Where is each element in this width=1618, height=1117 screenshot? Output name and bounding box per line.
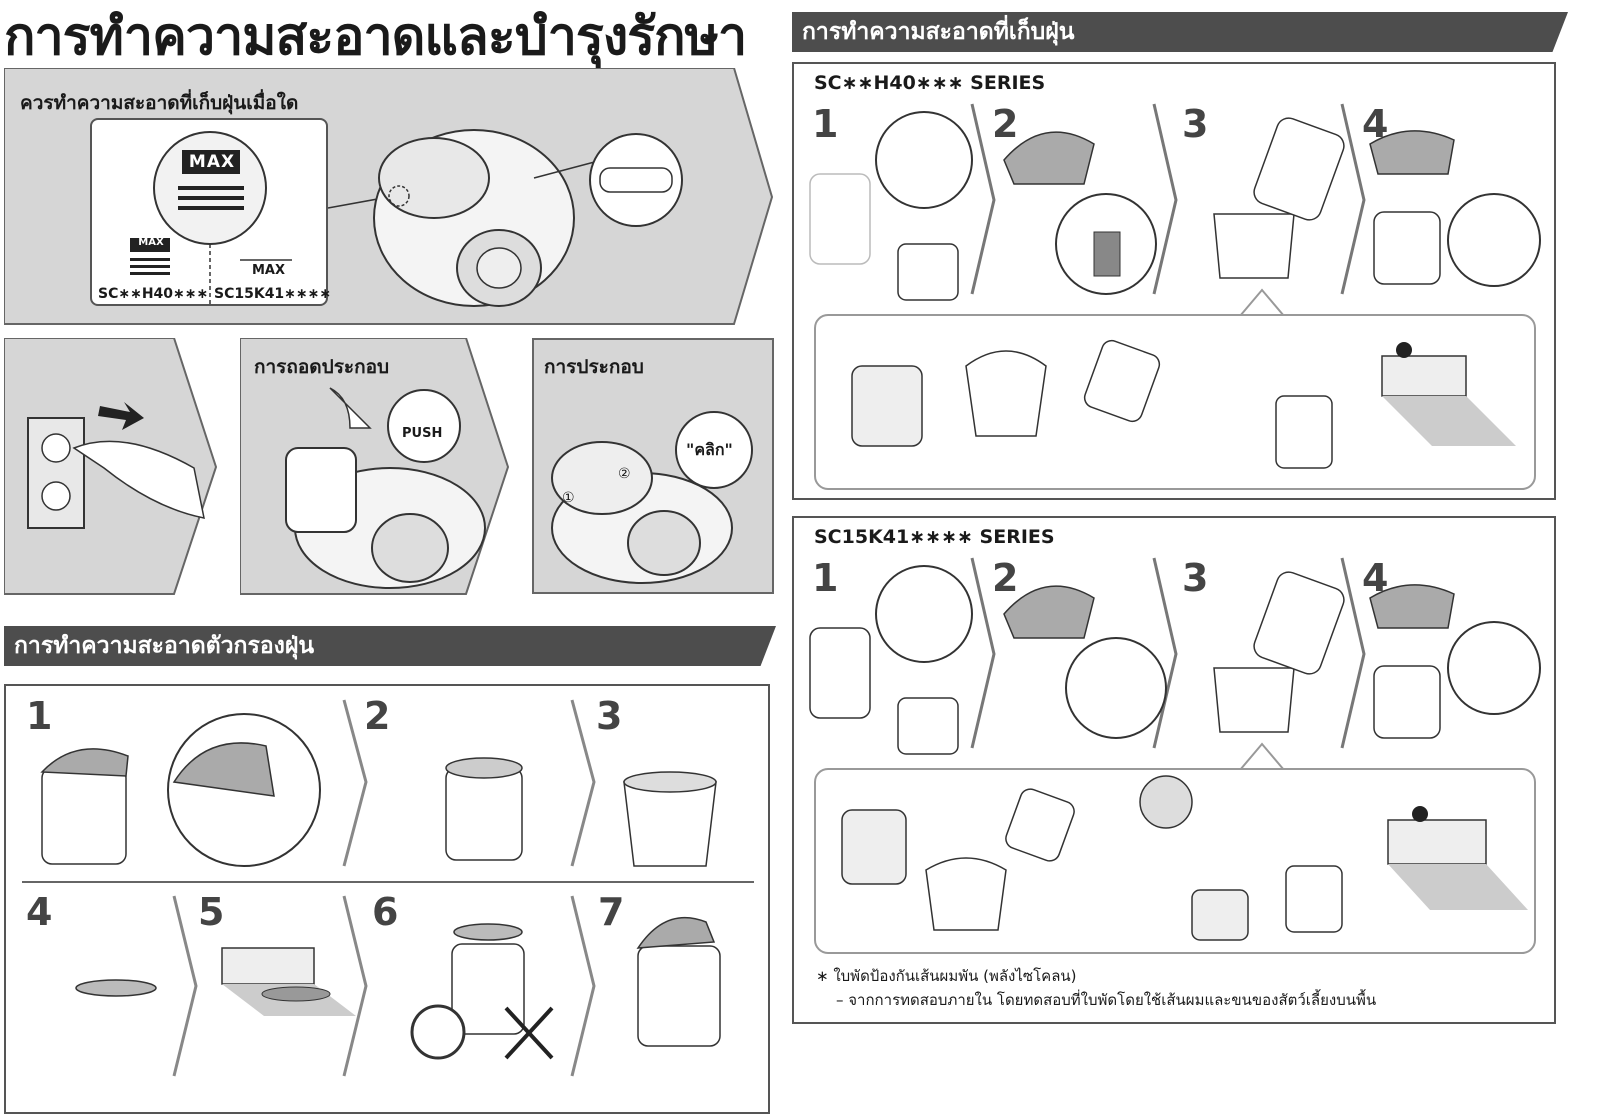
page-title: การทำความสะอาดและบำรุงรักษา xyxy=(4,7,747,67)
series-a-step-3: 3 xyxy=(1182,102,1209,146)
filter-section-bar: การทำความสะอาดตัวกรองฝุ่น xyxy=(4,626,776,666)
series-b-label: SC15K41∗∗∗∗ SERIES xyxy=(814,526,1055,548)
series-b-detail-illustration xyxy=(841,775,1528,941)
detach-panel-shape xyxy=(240,338,510,595)
series-b-step-3: 3 xyxy=(1182,556,1209,600)
series-b-illustration xyxy=(809,557,1541,771)
filter-step-2: 2 xyxy=(364,694,391,738)
detach-panel: การถอดประกอบ PUSH xyxy=(240,338,512,596)
vacuum-cleaner-illustration xyxy=(327,129,683,307)
series-a-detail-box xyxy=(814,314,1536,490)
filter-steps-illustration xyxy=(22,699,754,1077)
series-b-step-2: 2 xyxy=(992,556,1019,600)
assemble-step-2: ② xyxy=(618,466,631,482)
assemble-panel: การประกอบ "คลิก" ① ② xyxy=(532,338,776,596)
push-label: PUSH xyxy=(402,426,443,441)
impeller-note: ∗ ใบพัดป้องกันเส้นผมพัน (พลังไซโคลน) xyxy=(816,967,1077,985)
filter-step-4: 4 xyxy=(26,890,53,934)
max-indicator-card: MAX MAX MAX SC∗∗H40∗∗∗ SC15K41∗∗∗∗ xyxy=(90,118,332,306)
series-a-step-2: 2 xyxy=(992,102,1019,146)
model-a-label: SC∗∗H40∗∗∗ xyxy=(98,286,209,302)
series-b-step-1: 1 xyxy=(812,556,839,600)
filter-step-7: 7 xyxy=(598,890,625,934)
unplug-illustration xyxy=(4,338,218,595)
filter-step-3: 3 xyxy=(596,694,623,738)
series-b-detail-box xyxy=(814,768,1536,954)
filter-steps-box: 1 2 3 4 5 6 7 xyxy=(4,684,770,1114)
assemble-title: การประกอบ xyxy=(544,356,644,378)
series-a-label: SC∗∗H40∗∗∗ SERIES xyxy=(814,72,1046,94)
filter-step-6: 6 xyxy=(372,890,399,934)
filter-step-5: 5 xyxy=(198,890,225,934)
max-label-small-a: MAX xyxy=(138,237,164,248)
assemble-step-1: ① xyxy=(562,490,575,506)
series-b-step-4: 4 xyxy=(1362,556,1389,600)
series-a-detail-illustration xyxy=(851,339,1516,469)
max-label-small-b: MAX xyxy=(252,263,286,278)
model-b-label: SC15K41∗∗∗∗ xyxy=(214,286,332,302)
impeller-note-detail: – จากการทดสอบภายใน โดยทดสอบที่ใบพัดโดยใช… xyxy=(836,991,1377,1009)
when-to-clean-panel: ควรทำความสะอาดที่เก็บฝุ่นเมื่อใด MAX MAX… xyxy=(4,68,776,326)
series-a-illustration xyxy=(809,103,1541,317)
click-label: "คลิก" xyxy=(686,440,733,459)
max-label-large: MAX xyxy=(188,152,236,172)
unplug-panel xyxy=(4,338,218,596)
series-a-step-1: 1 xyxy=(812,102,839,146)
series-a-step-4: 4 xyxy=(1362,102,1389,146)
series-a-box: SC∗∗H40∗∗∗ SERIES 1 2 3 4 xyxy=(792,62,1556,500)
detach-title: การถอดประกอบ xyxy=(254,356,390,378)
assemble-illustration xyxy=(532,338,774,594)
series-b-box: SC15K41∗∗∗∗ SERIES 1 2 3 4 ∗ ใบพัดป้องกั… xyxy=(792,516,1556,1024)
max-indicator-illustration xyxy=(130,131,292,306)
filter-step-1: 1 xyxy=(26,694,53,738)
when-panel-title: ควรทำความสะอาดที่เก็บฝุ่นเมื่อใด xyxy=(20,92,299,114)
bin-section-bar: การทำความสะอาดที่เก็บฝุ่น xyxy=(792,12,1568,52)
